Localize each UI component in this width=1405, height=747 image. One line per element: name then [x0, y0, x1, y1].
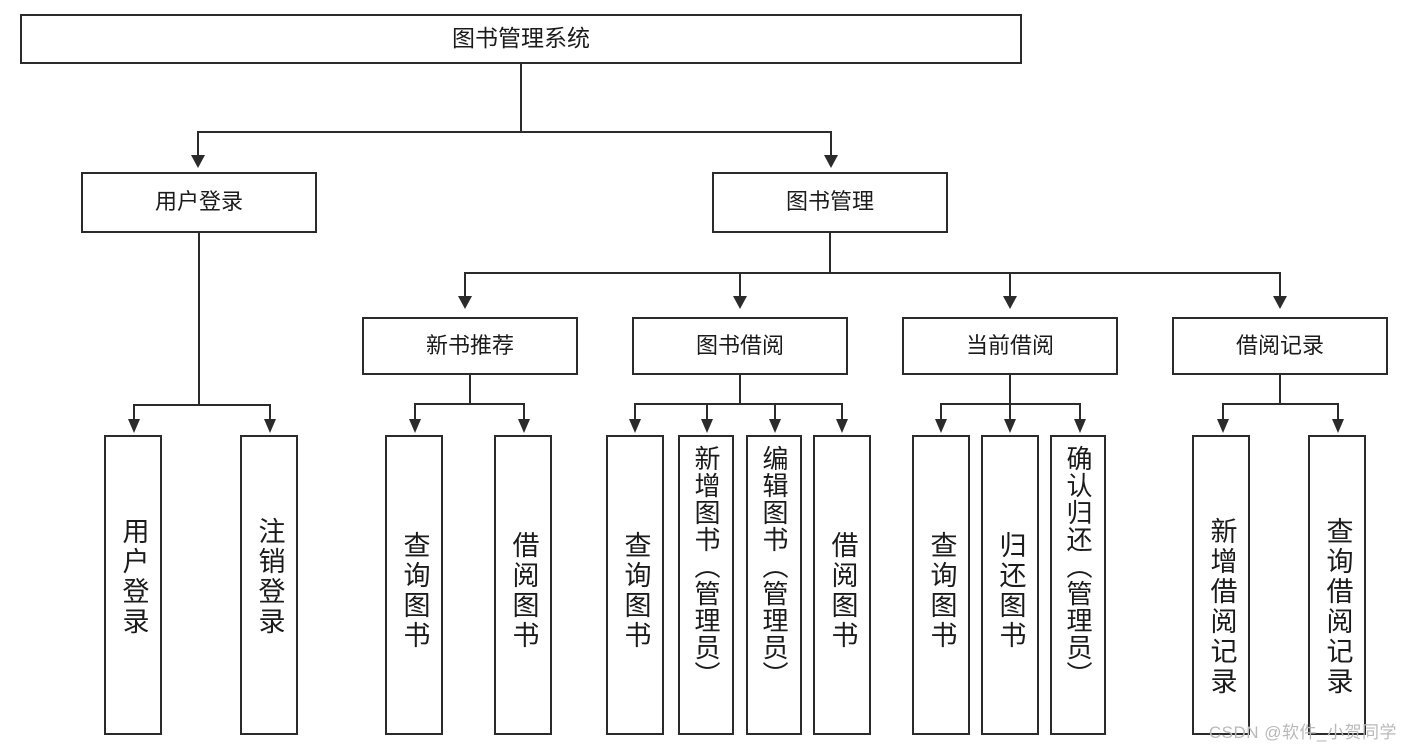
edge-root-to-book-management: [830, 131, 832, 157]
edge-user-login-bus: [133, 404, 269, 406]
node-label: 查询图书: [926, 531, 957, 651]
edge-cb-to-leaf-3: [1079, 403, 1081, 420]
arrow-br-to-leaf-1: [1217, 419, 1229, 433]
edge-user-login-to-leaf-2: [269, 404, 271, 420]
leaf-book-borrow-add-book-admin[interactable]: 新增图书（管理员）: [678, 435, 734, 735]
node-label: 用户登录: [118, 517, 149, 637]
arrow-cb-to-leaf-2: [1004, 419, 1016, 433]
node-label: 图书管理系统: [452, 25, 590, 52]
edge-br-to-leaf-1: [1222, 403, 1224, 420]
node-new-book-recommend[interactable]: 新书推荐: [362, 317, 578, 375]
node-book-management[interactable]: 图书管理: [712, 172, 948, 233]
node-label: 借阅图书: [827, 531, 858, 651]
edge-cb-to-leaf-2: [1009, 403, 1011, 420]
edge-root-to-user-login: [197, 131, 199, 157]
node-label: 图书借阅: [695, 332, 784, 358]
leaf-borrow-record-add-record[interactable]: 新增借阅记录: [1192, 435, 1250, 735]
node-label: 借阅记录: [1235, 332, 1324, 358]
arrow-bb-to-leaf-4: [836, 419, 848, 433]
edge-borrow-record-bus: [1222, 403, 1338, 405]
edge-new-book-stem: [469, 375, 471, 404]
arrow-br-to-leaf-2: [1332, 419, 1344, 433]
leaf-new-book-borrow-book[interactable]: 借阅图书: [494, 435, 552, 735]
edge-new-book-bus: [414, 403, 525, 405]
edge-user-login-to-leaf-1: [133, 404, 135, 420]
edge-root-bus: [197, 131, 831, 133]
leaf-book-borrow-query-book[interactable]: 查询图书: [606, 435, 664, 735]
arrow-bm-to-borrow-record: [1273, 296, 1287, 309]
arrow-root-to-user-login: [191, 155, 205, 168]
node-label: 借阅图书: [508, 531, 539, 651]
node-label: 用户登录: [154, 189, 243, 215]
watermark: CSDN @软件_小贺同学: [1208, 723, 1397, 742]
leaf-new-book-query-book[interactable]: 查询图书: [385, 435, 443, 735]
leaf-current-borrow-query-book[interactable]: 查询图书: [912, 435, 970, 735]
leaf-book-borrow-edit-book-admin[interactable]: 编辑图书（管理员）: [746, 435, 802, 735]
node-label: 查询借阅记录: [1322, 517, 1353, 697]
leaf-current-borrow-confirm-return-admin[interactable]: 确认归还（管理员）: [1050, 435, 1106, 735]
edge-bm-to-borrow-record: [1279, 272, 1281, 298]
arrow-user-login-to-leaf-2: [264, 419, 276, 433]
arrow-user-login-to-leaf-1: [128, 419, 140, 433]
edge-user-login-stem: [198, 233, 200, 405]
arrow-bb-to-leaf-2: [701, 419, 713, 433]
edge-book-borrow-stem: [739, 375, 741, 404]
arrow-bm-to-current-borrow: [1003, 296, 1017, 309]
leaf-current-borrow-return-book[interactable]: 归还图书: [981, 435, 1039, 735]
node-label: 新增图书（管理员）: [691, 445, 721, 688]
arrow-nb-to-leaf-1: [409, 419, 421, 433]
edge-br-to-leaf-2: [1337, 403, 1339, 420]
node-user-login[interactable]: 用户登录: [81, 172, 317, 233]
leaf-user-login-logout[interactable]: 注销登录: [240, 435, 298, 735]
arrow-nb-to-leaf-2: [518, 419, 530, 433]
node-book-management-system[interactable]: 图书管理系统: [20, 14, 1022, 64]
node-book-borrow[interactable]: 图书借阅: [632, 317, 848, 375]
node-label: 查询图书: [620, 531, 651, 651]
node-label: 图书管理: [785, 189, 874, 215]
arrow-cb-to-leaf-3: [1074, 419, 1086, 433]
edge-bb-to-leaf-2: [706, 403, 708, 420]
arrow-bb-to-leaf-3: [769, 419, 781, 433]
edge-bm-to-new-book: [464, 272, 466, 298]
node-label: 当前借阅: [965, 332, 1054, 358]
node-label: 归还图书: [995, 531, 1026, 651]
node-label: 新增借阅记录: [1206, 517, 1237, 697]
node-current-borrow[interactable]: 当前借阅: [902, 317, 1118, 375]
node-label: 新书推荐: [425, 332, 514, 358]
edge-bm-to-current-borrow: [1009, 272, 1011, 298]
node-borrow-record[interactable]: 借阅记录: [1172, 317, 1388, 375]
edge-nb-to-leaf-2: [523, 403, 525, 420]
edge-root-stem: [520, 64, 522, 132]
edge-bb-to-leaf-4: [841, 403, 843, 420]
edge-bb-to-leaf-1: [634, 403, 636, 420]
edge-book-management-bus: [464, 272, 1280, 274]
edge-borrow-record-stem: [1279, 375, 1281, 404]
node-label: 查询图书: [399, 531, 430, 651]
edge-cb-to-leaf-1: [940, 403, 942, 420]
arrow-bm-to-book-borrow: [733, 296, 747, 309]
arrow-bb-to-leaf-1: [629, 419, 641, 433]
edge-current-borrow-stem: [1009, 375, 1011, 404]
arrow-cb-to-leaf-1: [935, 419, 947, 433]
node-label: 注销登录: [254, 517, 285, 637]
node-label: 确认归还（管理员）: [1063, 445, 1093, 688]
edge-bb-to-leaf-3: [774, 403, 776, 420]
arrow-root-to-book-management: [824, 155, 838, 168]
leaf-borrow-record-query-record[interactable]: 查询借阅记录: [1308, 435, 1366, 735]
edge-book-borrow-bus: [634, 403, 842, 405]
edge-nb-to-leaf-1: [414, 403, 416, 420]
arrow-bm-to-new-book: [458, 296, 472, 309]
node-label: 编辑图书（管理员）: [759, 445, 789, 688]
leaf-user-login-login[interactable]: 用户登录: [104, 435, 162, 735]
leaf-book-borrow-borrow-book[interactable]: 借阅图书: [813, 435, 871, 735]
edge-bm-to-book-borrow: [739, 272, 741, 298]
edge-book-management-stem: [829, 233, 831, 273]
